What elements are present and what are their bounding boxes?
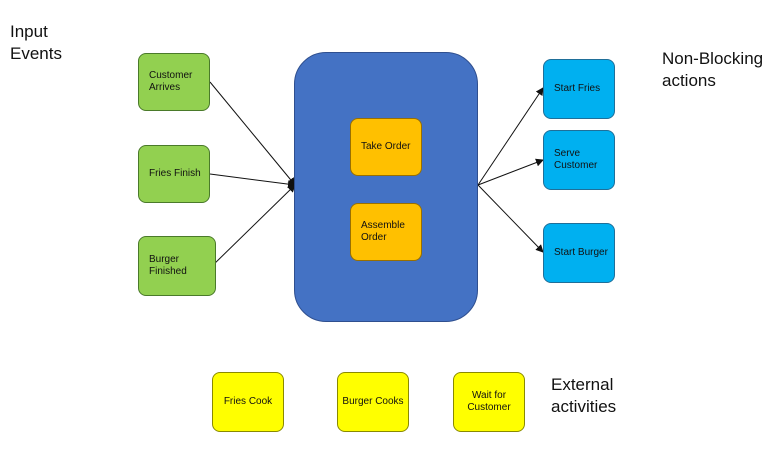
arrow-start-burger <box>477 184 544 253</box>
external-fries-cook: Fries Cook <box>212 372 284 432</box>
arrow-customer-arrives <box>209 81 296 186</box>
input-fries-finish: Fries Finish <box>138 145 210 203</box>
assemble-order-node: Assemble Order <box>350 203 422 261</box>
take-order-node: Take Order <box>350 118 422 176</box>
event-loop-node <box>294 52 478 322</box>
input-burger-finished: Burger Finished <box>138 236 216 296</box>
arrow-serve-customer <box>477 158 544 186</box>
input-customer-arrives: Customer Arrives <box>138 53 210 111</box>
action-serve-customer: Serve Customer <box>543 130 615 190</box>
input-events-label: Input Events <box>10 22 62 63</box>
external-burger-cooks: Burger Cooks <box>337 372 409 432</box>
arrow-burger-finished <box>209 184 296 269</box>
external-activities-label: External activities <box>551 375 617 416</box>
action-start-burger: Start Burger <box>543 223 615 283</box>
action-start-fries: Start Fries <box>543 59 615 119</box>
arrow-fries-finish <box>209 173 296 189</box>
external-wait-for-customer: Wait for Customer <box>453 372 525 432</box>
arrow-start-fries <box>477 87 544 186</box>
non-blocking-actions-label: Non-Blocking actions <box>662 49 764 90</box>
